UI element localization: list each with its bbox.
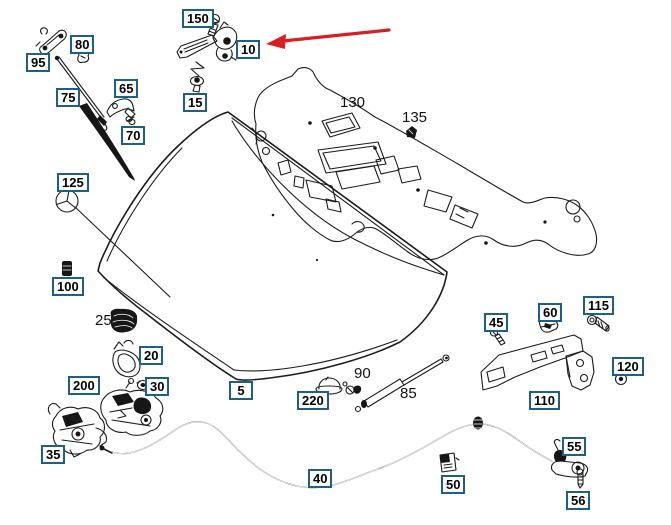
part-65-bracket-drawing: [106, 98, 136, 119]
part-20-bracket-drawing: [112, 339, 141, 378]
part-100-buffer-drawing: [62, 261, 72, 276]
part-label-10[interactable]: 10: [236, 40, 261, 59]
part-95-striker-drawing: [35, 27, 67, 55]
part-label-95[interactable]: 95: [26, 53, 51, 72]
part-label-220[interactable]: 220: [297, 391, 329, 410]
part-label-85: 85: [400, 385, 417, 402]
part-label-150[interactable]: 150: [182, 9, 214, 28]
part-50-clip-drawing: [439, 452, 460, 473]
part-115-bolt-drawing: [586, 314, 610, 332]
black-wedge-arrow: [79, 103, 135, 181]
part-135-clip-drawing: [406, 126, 417, 138]
part-label-50[interactable]: 50: [441, 475, 466, 494]
part-label-75[interactable]: 75: [56, 88, 81, 107]
part-90-clip-drawing: [342, 381, 362, 395]
red-arrow-annotation: [266, 28, 391, 49]
part-label-35[interactable]: 35: [41, 445, 66, 464]
part-85-strut-drawing: [354, 354, 450, 413]
part-25-grommet-drawing: [110, 308, 138, 333]
part-label-25: 25: [95, 312, 112, 329]
part-label-15[interactable]: 15: [183, 93, 208, 112]
hood-inner-panel-drawing: [251, 67, 598, 261]
part-label-40[interactable]: 40: [308, 469, 333, 488]
part-label-135: 135: [402, 109, 428, 126]
part-label-20[interactable]: 20: [139, 346, 164, 365]
part-label-90: 90: [354, 365, 371, 382]
part-15-screw-drawing: [189, 61, 205, 93]
part-label-45[interactable]: 45: [484, 313, 509, 332]
part-55-release-handle-drawing: [550, 439, 589, 478]
part-label-56[interactable]: 56: [566, 491, 591, 510]
cable-40-drawing: [99, 416, 553, 489]
part-label-70[interactable]: 70: [121, 126, 146, 145]
part-label-60[interactable]: 60: [538, 303, 563, 322]
part-label-130: 130: [340, 94, 366, 111]
part-label-120[interactable]: 120: [612, 357, 644, 376]
part-label-110[interactable]: 110: [529, 391, 560, 410]
part-35-lock-drawing: [47, 403, 108, 458]
part-200-lock-drawing: [100, 377, 164, 436]
part-label-5[interactable]: 5: [229, 381, 253, 400]
part-56-screw-drawing: [576, 468, 584, 489]
part-label-200[interactable]: 200: [68, 376, 100, 395]
part-label-55[interactable]: 55: [562, 437, 587, 456]
part-110-bracket-drawing: [480, 334, 595, 391]
hood-panel-drawing: [74, 111, 448, 381]
part-label-125[interactable]: 125: [57, 173, 89, 192]
part-label-80[interactable]: 80: [70, 35, 95, 54]
part-label-30[interactable]: 30: [145, 377, 170, 396]
part-label-115[interactable]: 115: [583, 296, 614, 315]
part-70-clip-drawing: [125, 115, 136, 126]
part-label-65[interactable]: 65: [114, 79, 139, 98]
part-label-100[interactable]: 100: [52, 277, 84, 296]
